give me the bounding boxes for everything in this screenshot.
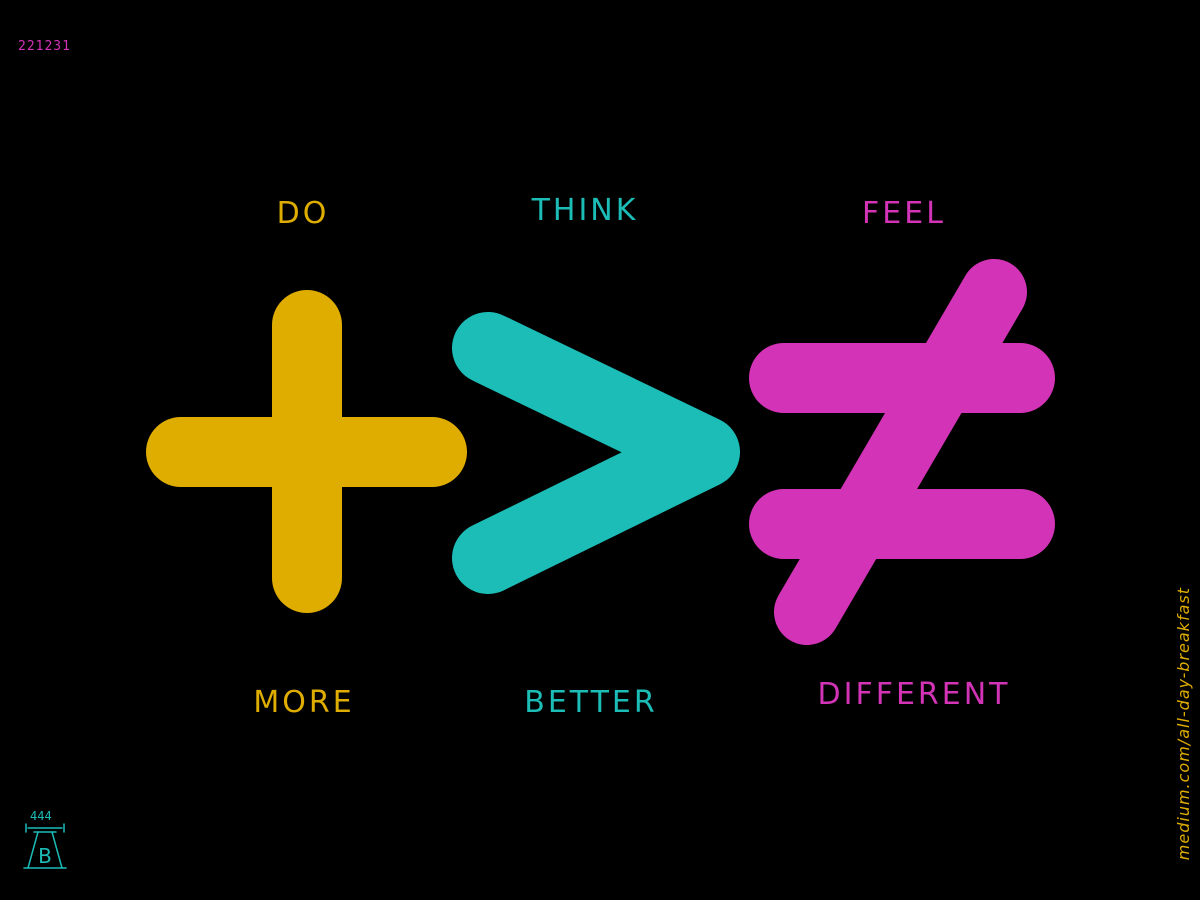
plus-symbol	[146, 290, 467, 613]
artist-logo: 444 B	[20, 809, 70, 872]
logo-mark-icon: B	[23, 823, 67, 869]
label-think: THINK	[531, 193, 639, 228]
label-do: DO	[276, 196, 330, 231]
not-equal-slash	[774, 259, 1027, 645]
source-url: medium.com/all-day-breakfast	[1174, 586, 1193, 860]
label-better: BETTER	[524, 685, 658, 720]
not-equal-symbol	[749, 259, 1055, 645]
logo-letter: B	[38, 844, 52, 868]
label-more: MORE	[253, 685, 355, 720]
greater-than-symbol	[452, 312, 740, 594]
label-feel: FEEL	[862, 196, 946, 231]
logo-number: 444	[30, 809, 52, 823]
label-different: DIFFERENT	[817, 677, 1011, 712]
date-stamp: 221231	[18, 39, 71, 54]
greater-than-chevron	[452, 312, 740, 594]
